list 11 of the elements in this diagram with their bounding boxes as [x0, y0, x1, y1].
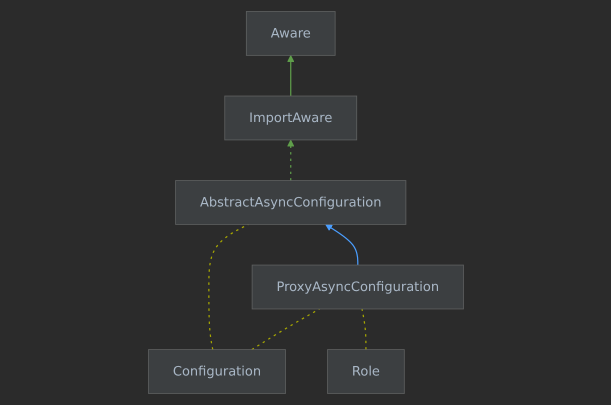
arrow [324, 224, 358, 266]
node-box: AbstractAsyncConfiguration [174, 180, 406, 225]
node-box: Aware [245, 11, 336, 56]
node-box: Role [326, 349, 404, 394]
arrow [286, 140, 294, 181]
arrow [286, 55, 294, 96]
node-box: ProxyAsyncConfiguration [251, 264, 464, 310]
connector [251, 308, 320, 350]
node-box: ImportAware [224, 96, 357, 140]
node-box: Configuration [148, 349, 286, 394]
connector [360, 308, 366, 350]
